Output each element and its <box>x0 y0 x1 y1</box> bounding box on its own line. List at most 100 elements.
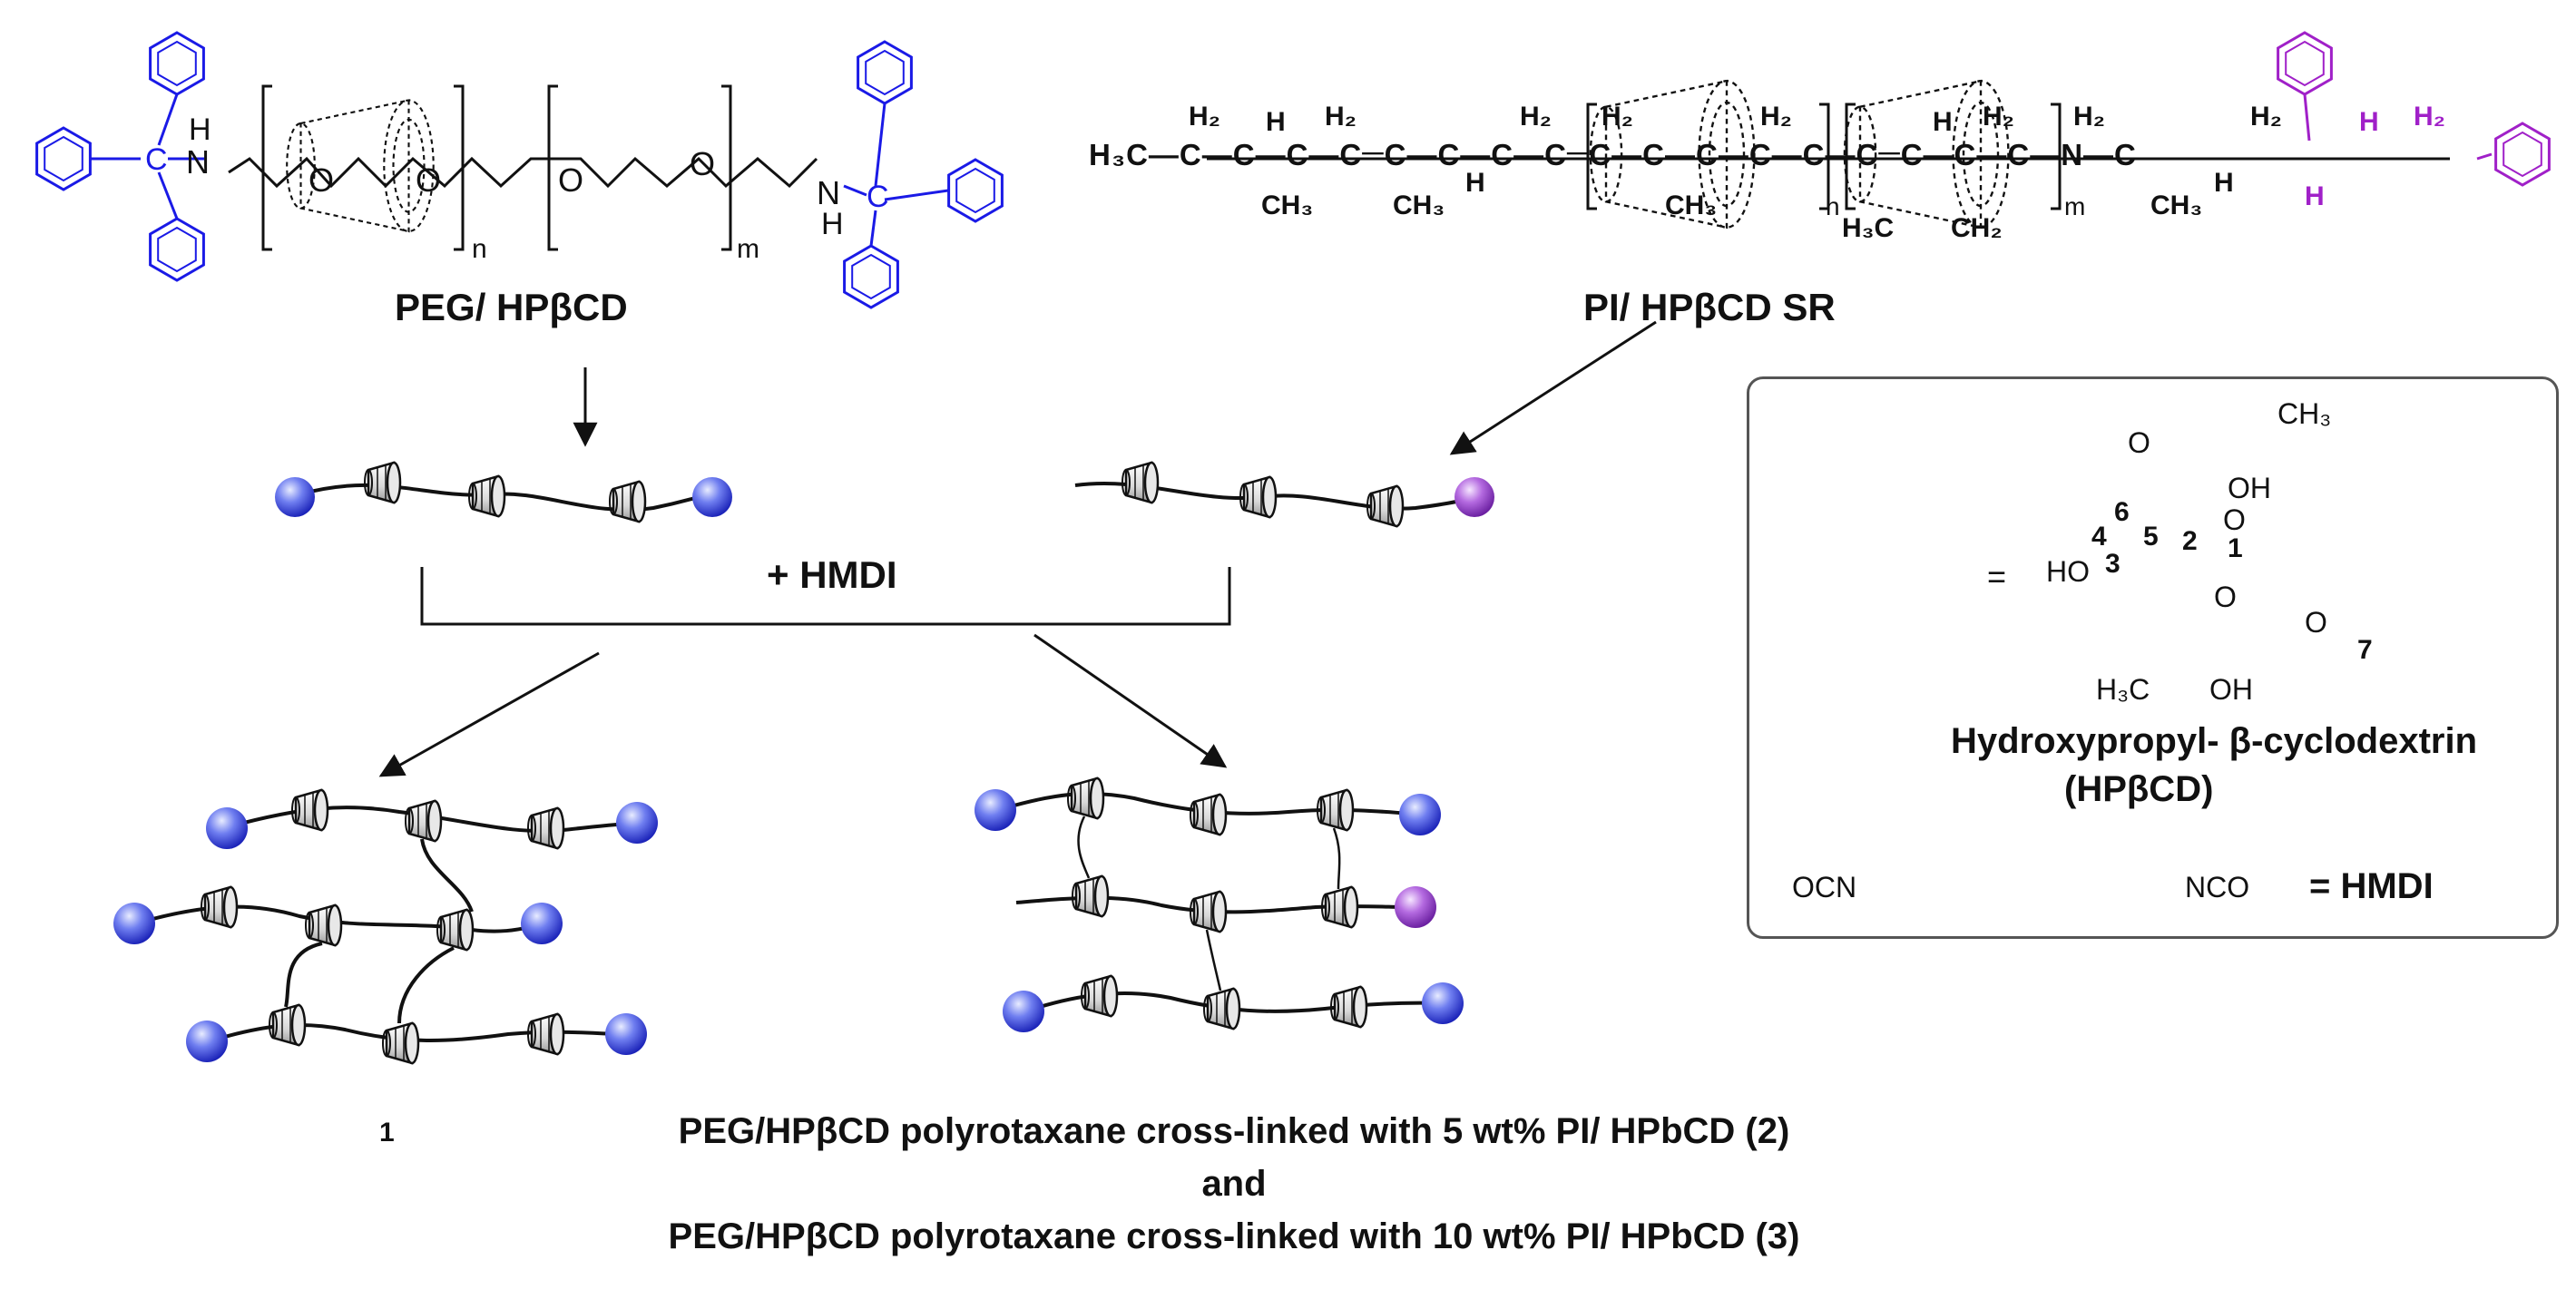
peg-atom-nh-h: H <box>821 207 844 241</box>
product-1-label: 1 <box>379 1118 395 1148</box>
cyclodextrin-ring <box>1202 987 1241 1030</box>
peg-subscript-n: n <box>472 234 487 264</box>
pi-h-label: H₂ <box>1189 102 1220 132</box>
legend-box <box>1747 376 2559 939</box>
peg-label: PEG/ HPβCD <box>395 286 628 328</box>
cyclodextrin-ring <box>1189 793 1228 836</box>
cyclodextrin-ring <box>290 788 329 832</box>
legend-o-ring: O <box>2223 503 2246 536</box>
pi-sub-label: CH₃ <box>1261 190 1314 220</box>
benzene-ring <box>857 40 913 105</box>
cyclodextrin-ring <box>1366 484 1405 528</box>
blue-stopper <box>692 477 732 517</box>
cyclodextrin-ring <box>608 480 647 523</box>
legend-ring-4: 4 <box>2091 522 2107 552</box>
cyclodextrin-ring <box>526 1012 565 1056</box>
purple-stopper <box>1455 477 1494 517</box>
legend-ho-left: HO <box>2046 555 2090 588</box>
peg-atom-o3: O <box>558 161 584 199</box>
peg-atom-o2: O <box>416 161 442 199</box>
peg-subscript-m: m <box>737 234 759 264</box>
blue-stopper <box>275 477 315 517</box>
peg-atom-o1: O <box>309 161 335 199</box>
cyclodextrin-ring <box>404 799 443 843</box>
pi-h-label: H₂ <box>1983 102 2014 132</box>
cyclodextrin-ring <box>268 1003 307 1047</box>
pi-sub-label: H <box>2214 168 2234 198</box>
pi-structure <box>1207 31 2551 229</box>
legend-oh-bottom: OH <box>2209 673 2253 706</box>
benzene-ring <box>2494 122 2551 187</box>
legend-ring-5: 5 <box>2143 522 2159 552</box>
cyclodextrin-ring <box>1316 788 1355 832</box>
left-trityl-group <box>35 31 205 282</box>
pi-h-label: H₂ <box>1520 102 1552 132</box>
right-benzyl-group <box>2277 31 2551 187</box>
pi-label: PI/ HPβCD SR <box>1583 286 1836 328</box>
pi-sub-label: H <box>1465 168 1485 198</box>
cyclodextrin-ring <box>304 903 343 947</box>
pi-h-label: H₂ <box>2250 102 2282 132</box>
pi-polyrotaxane <box>1074 461 1494 528</box>
cyclodextrin-ring <box>1189 890 1228 933</box>
pi-sub-label: CH₃ <box>1665 190 1718 220</box>
legend-ring-1: 1 <box>2228 533 2243 563</box>
pi-formula: H₃C—C—C—C—C═C—C—C—C═C—C—C—C—C—C═C—C—C—N—… <box>1089 138 2137 171</box>
legend-cd-abbrev: (HPβCD) <box>2064 769 2214 809</box>
cyclodextrin-ring <box>526 806 565 850</box>
pi-h-label: H₂ <box>2414 102 2445 132</box>
legend-ring-3: 3 <box>2105 549 2121 579</box>
legend-o-top: O <box>2128 426 2150 459</box>
cyclodextrin-ring <box>1071 874 1110 918</box>
legend-oh-top: OH <box>2228 472 2271 504</box>
reagent-label: + HMDI <box>767 553 897 596</box>
product-2-3-network <box>975 776 1464 1032</box>
peg-atom-h: H <box>189 112 211 147</box>
cyclodextrin-ring <box>363 461 402 504</box>
cyclodextrin-ring <box>1320 885 1359 929</box>
peg-atom-o4: O <box>690 145 716 182</box>
legend-hmdi-left: OCN <box>1792 871 1857 903</box>
legend-equals: = <box>1987 558 2007 595</box>
peg-atom-n: N <box>186 143 210 181</box>
cyclodextrin-ring <box>467 474 506 518</box>
caption-line-3: PEG/HPβCD polyrotaxane cross-linked with… <box>668 1216 1800 1256</box>
pi-h-label: H <box>1933 107 1953 137</box>
cyclodextrin-ring <box>200 885 239 929</box>
cyclodextrin-ring <box>1329 985 1368 1029</box>
pi-h-label: H <box>1266 107 1286 137</box>
legend-o-repeat: O <box>2305 606 2327 639</box>
pi-h-label: H₂ <box>1760 102 1792 132</box>
pi-sub-label: CH₃ <box>2150 190 2203 220</box>
right-trityl-group <box>843 40 1004 309</box>
pi-subscript-m: m <box>2064 192 2086 220</box>
peg-polyrotaxane <box>275 461 732 523</box>
pi-subscript-n: n <box>1826 192 1840 220</box>
legend-o-link: O <box>2214 581 2237 613</box>
cyclodextrin-ring <box>436 908 475 952</box>
pi-h-label: H₂ <box>2073 102 2105 132</box>
peg-atom-c: C <box>145 142 168 177</box>
legend-hmdi-eq: = HMDI <box>2309 866 2434 906</box>
legend-hmdi-right: NCO <box>2185 871 2250 903</box>
legend-h3c-bottom: H₃C <box>2096 673 2150 706</box>
benzene-ring <box>149 217 205 282</box>
legend-repeat-subscript: 7 <box>2357 635 2373 665</box>
caption-line-2: and <box>1201 1164 1267 1204</box>
cyclodextrin-ring <box>381 1021 420 1065</box>
benzene-ring <box>2277 31 2333 96</box>
pi-h-label: H₂ <box>1325 102 1357 132</box>
peg-atom-nh-c: C <box>867 180 889 214</box>
cyclodextrin-ring <box>1239 475 1278 519</box>
legend-cd-name: Hydroxypropyl- β-cyclodextrin <box>1950 721 2478 761</box>
caption-line-1: PEG/HPβCD polyrotaxane cross-linked with… <box>678 1111 1790 1151</box>
legend-ch3-top: CH₃ <box>2277 397 2332 430</box>
benzene-ring <box>947 158 1004 223</box>
benzene-ring <box>843 244 899 309</box>
cyclodextrin-ring <box>1066 776 1105 820</box>
pi-h-label: H₂ <box>1601 102 1633 132</box>
product-1-network <box>113 788 658 1065</box>
pi-sub-label: CH₃ <box>1393 190 1445 220</box>
pi-h-label: H <box>2359 107 2379 137</box>
